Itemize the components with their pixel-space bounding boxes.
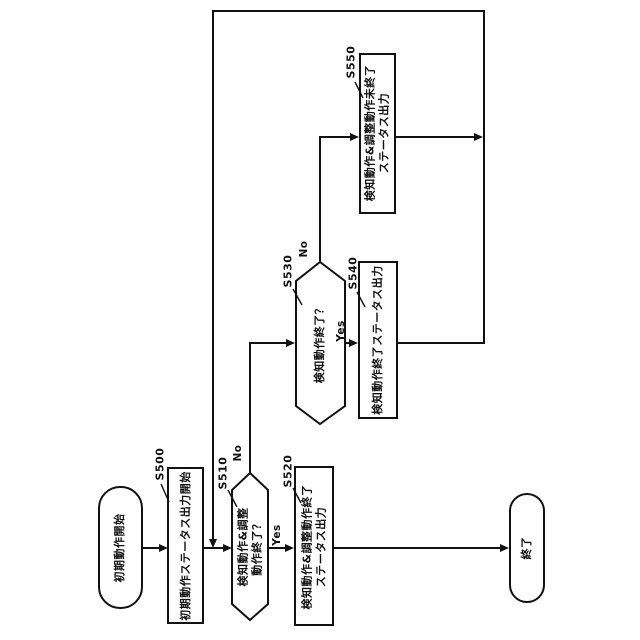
s540-node-label: 検知動作終了ステータス出力 <box>371 265 385 415</box>
s530-no-label: No <box>298 240 310 258</box>
s540-label-tick <box>356 291 366 308</box>
s500-process-shape <box>167 467 204 624</box>
s550-process-shape <box>359 53 396 214</box>
s550-node-label: 検知動作&調整動作未終了 ステータス出力 <box>363 65 391 202</box>
s550-node-label-line2: ステータス出力 <box>377 92 390 174</box>
s500-node-label: 初期動作ステータス出力開始 <box>179 471 193 621</box>
s520-node-label-line1: 検知動作&調整動作終了 <box>300 484 314 610</box>
s550-label-tick <box>354 81 364 99</box>
s510-node-label: 検知動作&調整 動作終了？ <box>236 507 264 586</box>
arrowhead-s550-merge <box>474 133 483 141</box>
s510-node-label-line2: 動作終了？ <box>250 518 263 576</box>
s510-step-label: S510 <box>216 456 230 490</box>
arrowhead-into-s530 <box>286 339 295 347</box>
start-node-label: 初期動作開始 <box>113 513 127 583</box>
arrowhead-into-s520 <box>285 544 294 552</box>
s540-step-label: S540 <box>346 256 360 290</box>
arrowhead-loop-merge <box>209 539 217 548</box>
s510-no-label: No <box>232 444 244 462</box>
end-terminator-shape <box>509 493 545 603</box>
s530-step-label: S530 <box>281 254 295 288</box>
s520-process-shape <box>294 466 334 626</box>
s510-decision-shape <box>231 471 269 622</box>
edge-s530-no-to-s550 <box>319 136 350 262</box>
s520-step-label: S520 <box>281 454 295 488</box>
start-terminator-shape <box>98 486 143 609</box>
s530-node-label: 検知動作終了？ <box>313 302 327 384</box>
s510-yes-label: Yes <box>271 524 283 546</box>
s510-label-tick <box>227 489 238 508</box>
s500-label-tick <box>160 483 170 503</box>
s530-decision-shape <box>295 260 346 426</box>
s550-node-label-line1: 検知動作&調整動作未終了 <box>363 64 377 202</box>
arrowhead-into-s540 <box>349 339 358 347</box>
end-node-label: 終了 <box>520 536 534 560</box>
s500-step-label: S500 <box>153 447 167 481</box>
arrowhead-into-s500 <box>159 544 168 552</box>
edge-s510-no-to-s530 <box>249 342 286 473</box>
s540-process-shape <box>358 261 398 419</box>
arrowhead-into-s510 <box>223 544 232 552</box>
s530-yes-label: Yes <box>335 320 347 342</box>
arrowhead-into-s550 <box>350 133 359 141</box>
s520-label-tick <box>292 487 302 504</box>
s550-step-label: S550 <box>344 45 358 79</box>
edge-loop-return <box>212 10 485 539</box>
s510-node-label-line1: 検知動作&調整 <box>236 507 250 587</box>
s520-node-label: 検知動作&調整動作終了 ステータス出力 <box>300 484 328 609</box>
s520-node-label-line2: ステータス出力 <box>314 506 327 588</box>
arrowhead-into-end <box>500 544 509 552</box>
s530-label-tick <box>292 288 303 306</box>
